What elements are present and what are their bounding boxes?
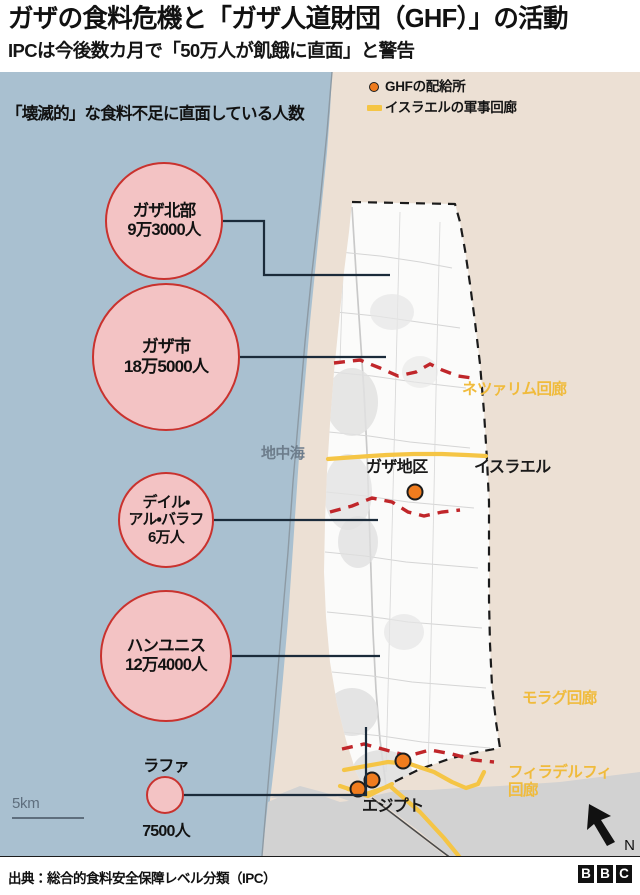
legend-item-corridor: イスラエルの軍事回廊 — [363, 97, 593, 118]
coastline — [261, 72, 333, 856]
scale-bar-line — [12, 817, 84, 819]
legend-item-ghf: GHFの配給所 — [363, 76, 593, 97]
ghf-site-dot — [363, 771, 381, 789]
map-label-mediterranean: 地中海 — [261, 445, 305, 462]
page-subtitle: IPCは今後数カ月で「50万人が飢餓に直面」と警告 — [8, 40, 415, 61]
mediterranean-sea-area — [0, 72, 332, 856]
netzarim-corridor-line — [325, 451, 489, 462]
morag-corridor-line — [341, 759, 487, 791]
map-label-egypt: エジプト — [362, 798, 424, 815]
bbc-logo: B B C — [578, 865, 632, 883]
egypt-land-area — [270, 772, 640, 856]
map-label-netzarim-corridor: ネツァリム回廊 — [462, 381, 567, 398]
leader-line-rafah — [184, 727, 368, 797]
legend: GHFの配給所 イスラエルの軍事回廊 — [363, 76, 593, 118]
legend-label-corridor: イスラエルの軍事回廊 — [385, 100, 517, 115]
bbc-logo-letter-3: C — [616, 865, 632, 883]
orange-dot-icon — [363, 81, 385, 92]
yellow-bar-icon — [363, 104, 385, 111]
frontline-south — [341, 742, 495, 764]
header: ガザの食料危機と「ガザ人道財団（GHF）」の活動 IPCは今後数カ月で「50万人… — [0, 0, 640, 72]
sea-caption: 「壊滅的」な食料不足に直面している人数 — [6, 105, 305, 123]
leader-line-north-gaza — [223, 219, 390, 277]
map-label-gaza-strip: ガザ地区 — [366, 459, 428, 476]
bubble-north-gaza: ガザ北部 9万3000人 — [105, 162, 223, 280]
bbc-logo-letter-2: B — [597, 865, 613, 883]
bubble-deir-al-balah: デイル・ アル・バラフ 6万人 — [118, 472, 214, 568]
bubble-khan-younis: ハンユニス 12万4000人 — [100, 590, 232, 722]
bubble-label-north-gaza: ガザ北部 9万3000人 — [127, 201, 201, 239]
map-label-morag-corridor: モラグ回廊 — [522, 690, 597, 707]
north-arrow-icon — [587, 804, 615, 846]
bubble-label-gaza-city: ガザ市 18万5000人 — [123, 337, 209, 376]
bubble-rafah — [146, 776, 184, 814]
frontlines — [329, 358, 495, 764]
frontline-north — [333, 358, 473, 380]
map-label-philadelphi-corridor: フィラデルフィ 回廊 — [508, 764, 612, 800]
ghf-site-dot — [406, 483, 424, 501]
frontline-mid — [329, 496, 461, 518]
bubble-label-deir-al-balah: デイル・ アル・バラフ 6万人 — [128, 493, 204, 546]
ghf-site-dot — [394, 752, 412, 770]
source-text: 出典：総合的食料安全保障レベル分類（IPC） — [8, 871, 277, 886]
leader-lines — [184, 219, 390, 797]
north-arrow: N — [585, 800, 635, 854]
footer: 出典：総合的食料安全保障レベル分類（IPC） B B C — [0, 856, 640, 895]
egypt-land-lower — [262, 788, 640, 856]
egypt-israel-border — [371, 797, 450, 856]
scale-bar: 5km — [12, 795, 84, 819]
bubble-gaza-city: ガザ市 18万5000人 — [92, 283, 240, 431]
bubble-label-rafah-value: 7500人 — [142, 823, 190, 840]
ghf-sites-group — [349, 483, 424, 798]
bubble-label-rafah-name: ラファ — [143, 758, 189, 775]
map-label-israel: イスラエル — [474, 459, 551, 476]
page-title: ガザの食料危機と「ガザ人道財団（GHF）」の活動 — [8, 5, 568, 33]
bbc-logo-letter-1: B — [578, 865, 594, 883]
north-arrow-label: N — [624, 837, 635, 854]
scale-bar-label: 5km — [12, 795, 40, 812]
bubble-label-khan-younis: ハンユニス 12万4000人 — [125, 636, 207, 674]
legend-label-ghf: GHFの配給所 — [385, 79, 466, 94]
